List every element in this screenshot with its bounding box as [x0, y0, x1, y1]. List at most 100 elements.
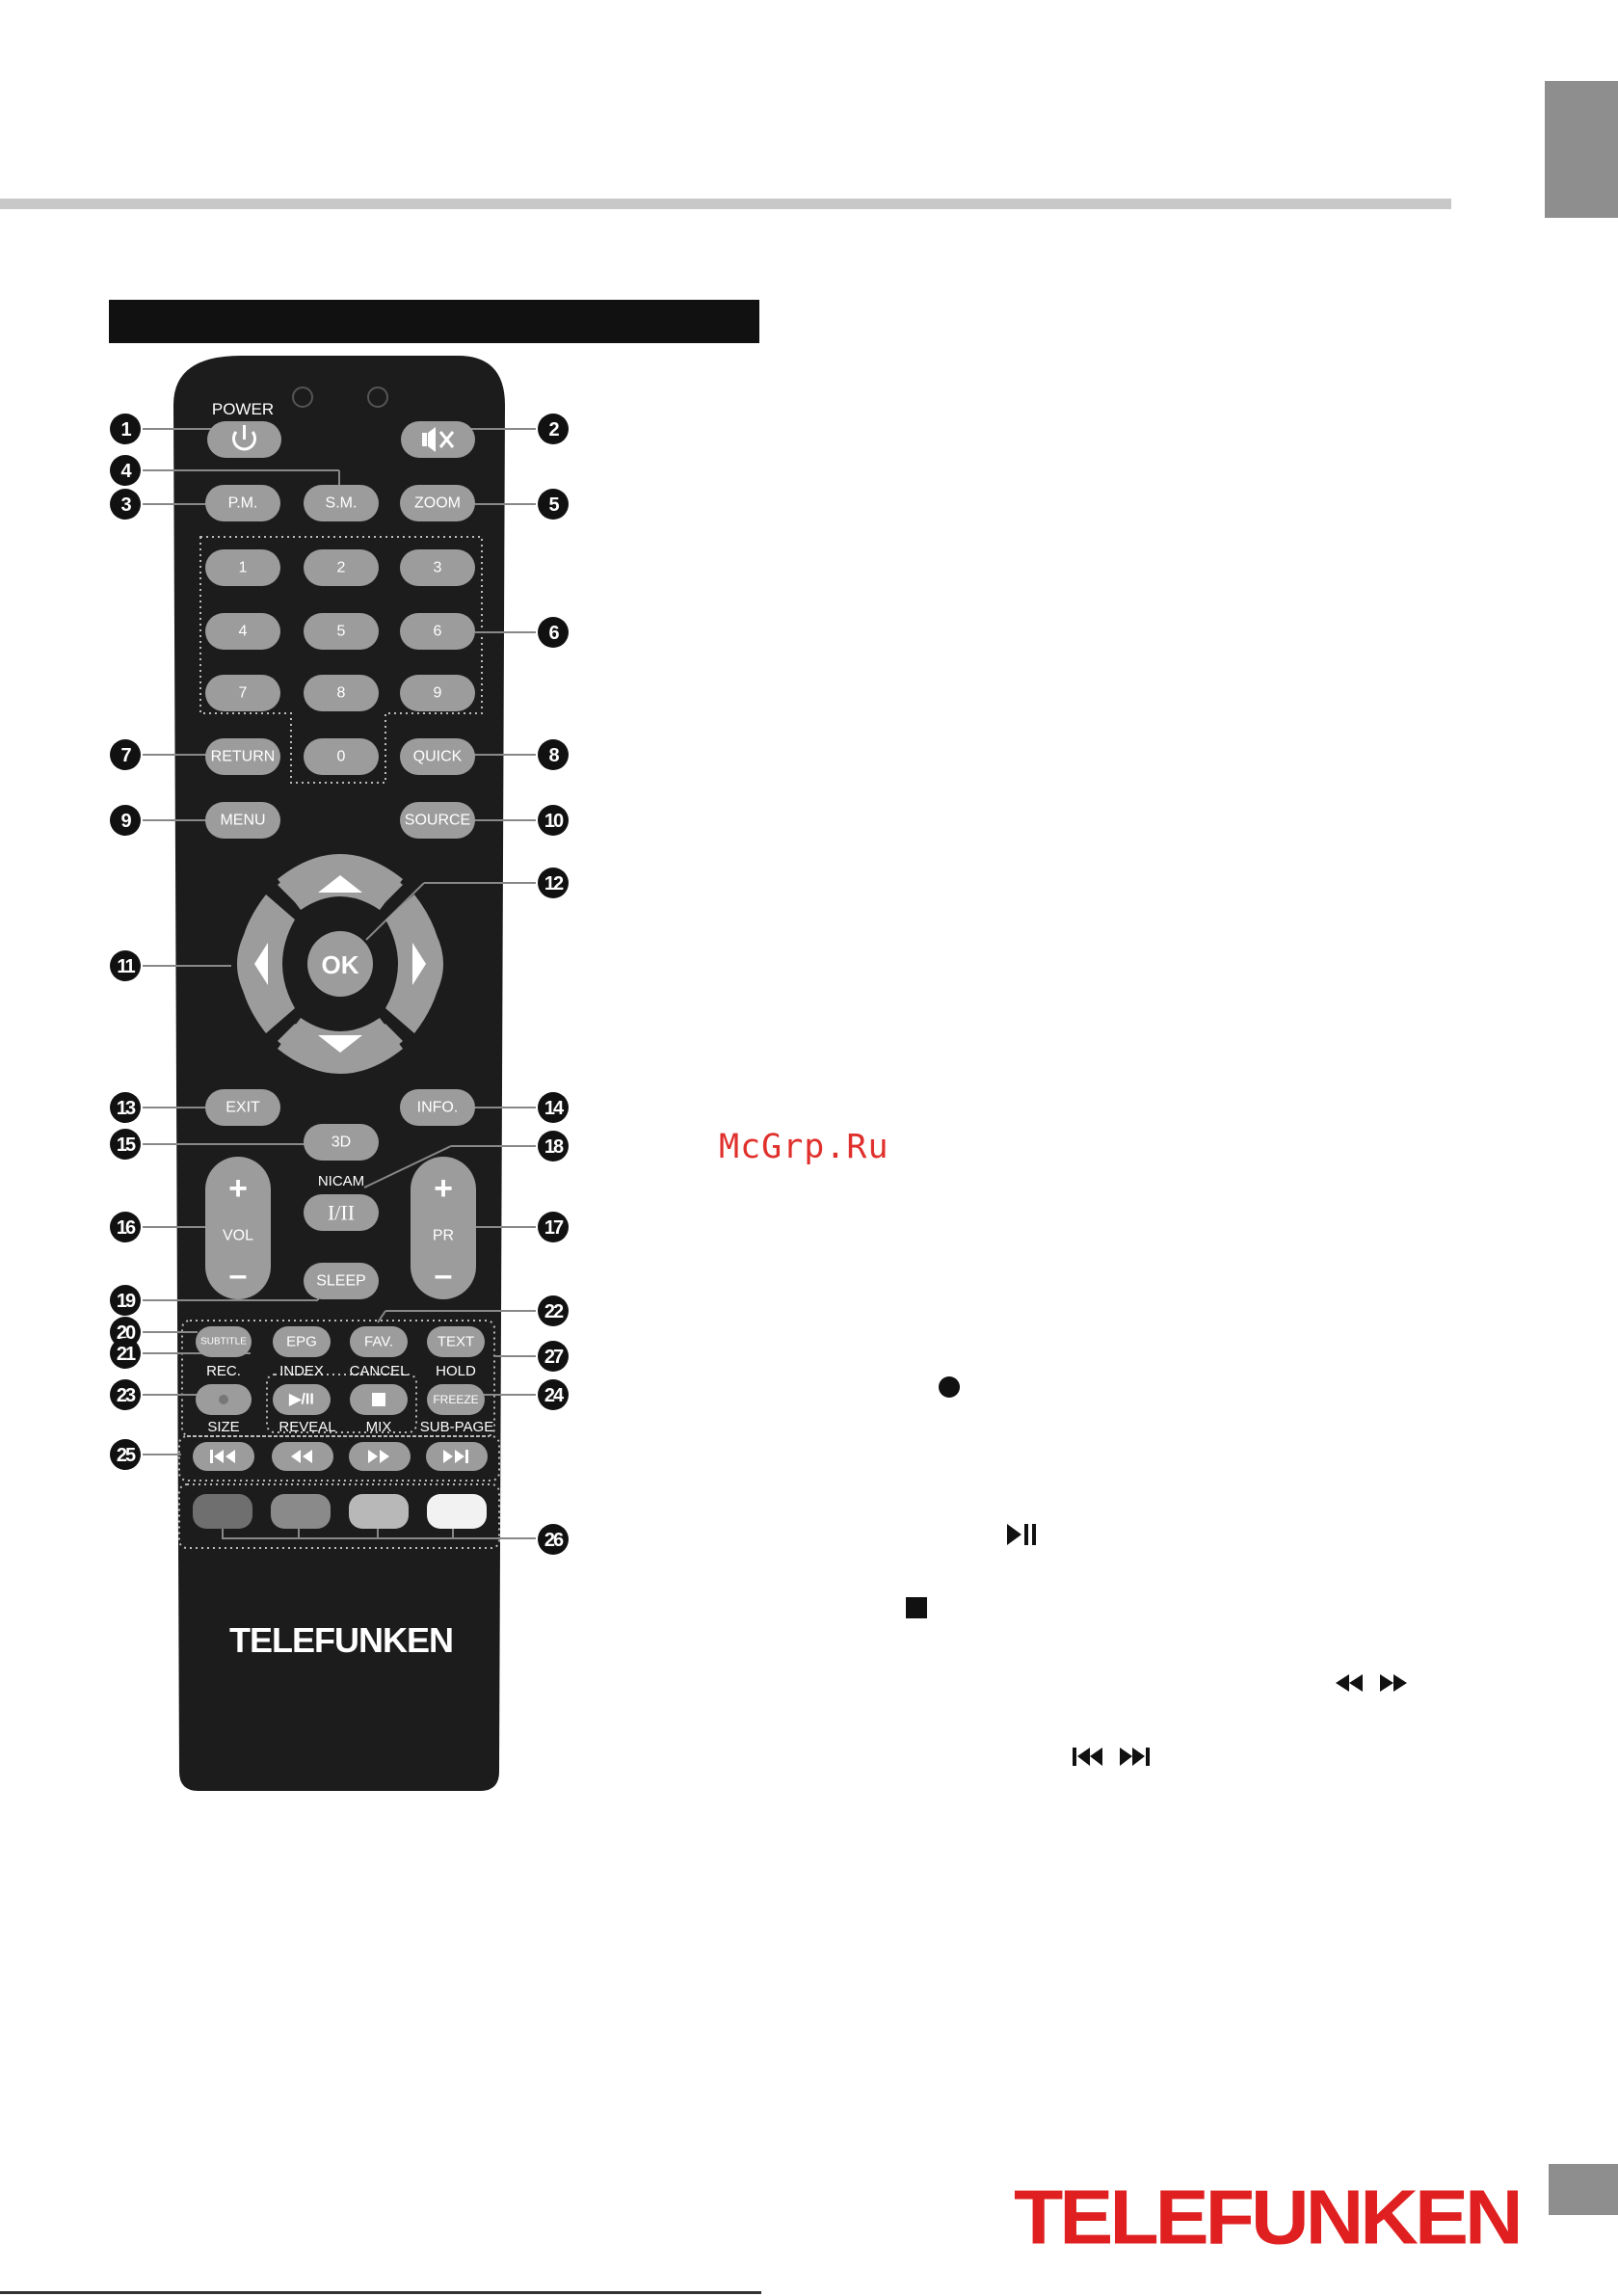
digit-button-9[interactable]: 9 [400, 675, 475, 711]
digit-button-3[interactable]: 3 [400, 549, 475, 586]
callout-11: 11 [110, 950, 141, 981]
digit-button-8[interactable]: 8 [304, 675, 379, 711]
nicam-button[interactable]: I/II [304, 1194, 379, 1231]
program-rocker[interactable]: + PR – [411, 1157, 476, 1299]
dpad: OK [237, 854, 443, 1074]
3d-button[interactable]: 3D [304, 1124, 379, 1161]
ok-label: OK [322, 950, 359, 979]
freeze-label: FREEZE [433, 1393, 478, 1406]
callout-19: 19 [110, 1285, 141, 1316]
source-button[interactable]: SOURCE [400, 802, 475, 839]
right-arrow-icon [412, 943, 426, 985]
callout-10: 10 [538, 805, 569, 836]
sm-label: S.M. [326, 495, 358, 512]
stop-icon [372, 1393, 385, 1406]
info-button[interactable]: INFO. [400, 1089, 475, 1126]
digit-label: 5 [337, 624, 346, 640]
sleep-label: SLEEP [316, 1273, 366, 1290]
stop-icon [906, 1597, 927, 1618]
fast-forward-button[interactable] [349, 1442, 411, 1471]
stop-button[interactable] [350, 1384, 408, 1415]
menu-label: MENU [220, 813, 265, 829]
digit-button-6[interactable]: 6 [400, 613, 475, 650]
brand-logo: TELEFUNKEN [1014, 2174, 1524, 2260]
previous-button[interactable] [193, 1442, 254, 1471]
digit-button-7[interactable]: 7 [205, 675, 280, 711]
skip-forward-icon [1120, 1748, 1150, 1766]
svg-text:21: 21 [117, 1344, 136, 1365]
color-key-4[interactable] [427, 1494, 487, 1529]
digit-button-4[interactable]: 4 [205, 613, 280, 650]
callout-2: 2 [538, 414, 569, 444]
mix-label: MIX [366, 1419, 392, 1435]
text-button[interactable]: TEXT [427, 1326, 485, 1357]
freeze-button[interactable]: FREEZE [427, 1384, 485, 1415]
callout-leaders [143, 428, 536, 1539]
info-label: INFO. [417, 1100, 459, 1116]
fav-button[interactable]: FAV. [350, 1326, 408, 1357]
sleep-button[interactable]: SLEEP [304, 1263, 379, 1299]
pm-button[interactable]: P.M. [205, 485, 280, 521]
callout-14: 14 [538, 1092, 569, 1123]
fav-label: FAV. [364, 1334, 393, 1350]
return-button[interactable]: RETURN [205, 738, 280, 775]
svg-text:26: 26 [544, 1530, 564, 1551]
skip-back-icon [1073, 1748, 1102, 1766]
callout-18: 18 [538, 1131, 569, 1161]
volume-rocker[interactable]: + VOL – [205, 1157, 271, 1299]
3d-label: 3D [332, 1135, 351, 1151]
hold-label: HOLD [436, 1363, 476, 1379]
up-arrow-icon [318, 875, 362, 893]
record-icon [939, 1376, 960, 1398]
section-tab [1545, 81, 1618, 218]
quick-button[interactable]: QUICK [400, 738, 475, 775]
transport-group-outline [178, 1435, 500, 1482]
vol-minus-label: – [229, 1257, 248, 1294]
sm-button[interactable]: S.M. [304, 485, 379, 521]
color-key-1[interactable] [193, 1494, 252, 1529]
color-key-2[interactable] [271, 1494, 331, 1529]
zoom-button[interactable]: ZOOM [400, 485, 475, 521]
size-label: SIZE [207, 1419, 239, 1435]
rewind-button[interactable] [272, 1442, 333, 1471]
callout-26: 26 [538, 1524, 569, 1555]
subtitle-button[interactable]: SUBTITLE [196, 1326, 252, 1357]
subtitle-label: SUBTITLE [200, 1337, 247, 1348]
svg-text:16: 16 [117, 1217, 136, 1239]
color-keys-outline [178, 1483, 500, 1549]
cancel-label: CANCEL [350, 1363, 409, 1379]
color-key-3[interactable] [349, 1494, 409, 1529]
callout-6: 6 [538, 617, 569, 648]
exit-button[interactable]: EXIT [205, 1089, 280, 1126]
digit-label: 6 [434, 624, 442, 640]
svg-text:15: 15 [117, 1135, 136, 1156]
menu-button[interactable]: MENU [205, 802, 280, 839]
fast-forward-icon [368, 1450, 389, 1463]
digit-button-2[interactable]: 2 [304, 549, 379, 586]
exit-label: EXIT [225, 1100, 260, 1116]
play-pause-button[interactable]: ▶/II [273, 1384, 331, 1415]
power-button[interactable] [207, 421, 281, 458]
vol-label: VOL [223, 1228, 253, 1244]
svg-text:10: 10 [544, 811, 564, 832]
epg-button[interactable]: EPG [273, 1326, 331, 1357]
fast-forward-icon [1380, 1674, 1407, 1692]
ok-button[interactable] [307, 931, 373, 997]
digit-button-5[interactable]: 5 [304, 613, 379, 650]
next-button[interactable] [426, 1442, 488, 1471]
digit-button-1[interactable]: 1 [205, 549, 280, 586]
callout-23: 23 [110, 1379, 141, 1410]
record-button[interactable] [196, 1384, 252, 1415]
pm-label: P.M. [228, 495, 258, 512]
nicam-label: NICAM [318, 1173, 364, 1189]
callout-13: 13 [110, 1092, 141, 1123]
callout-22: 22 [538, 1295, 569, 1326]
digit-button-0[interactable]: 0 [304, 738, 379, 775]
mute-button[interactable] [401, 421, 475, 458]
callout-7: 7 [110, 739, 141, 770]
digit-label: 0 [337, 749, 346, 765]
callout-5: 5 [538, 489, 569, 520]
callout-15: 15 [110, 1129, 141, 1160]
power-icon [232, 425, 256, 451]
svg-text:13: 13 [117, 1098, 136, 1119]
